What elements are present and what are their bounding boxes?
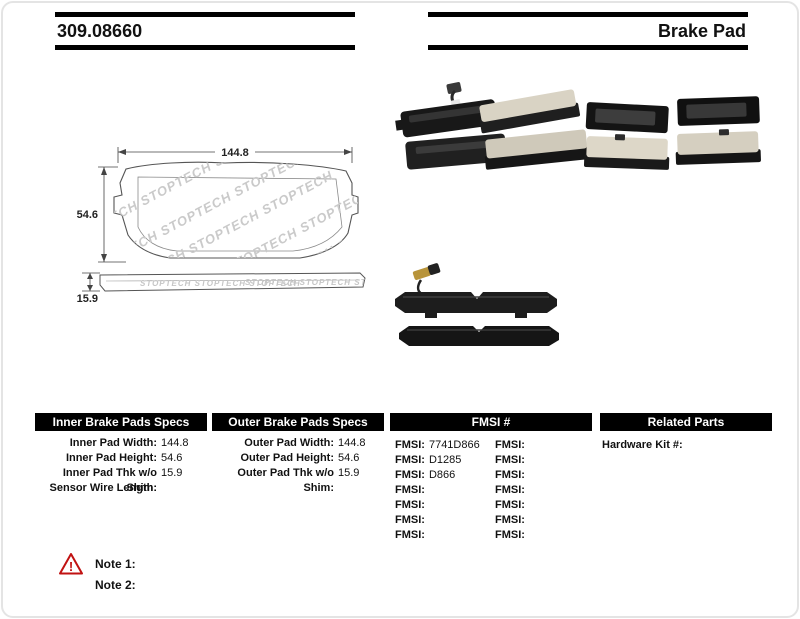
inner-specs-header: Inner Brake Pads Specs [35,413,207,431]
spec-label: Sensor Wire Length: [49,482,157,494]
height-dimension: 54.6 [77,166,126,263]
technical-drawing: STOPTECH STOPTECH STOPTECH STOPTECH STOP… [77,145,390,305]
warning-glyph: ! [69,559,73,574]
table-row: FMSI: [495,453,590,468]
fmsi-label: FMSI: [395,529,425,541]
note-2: Note 2: [95,577,141,593]
table-row: Outer Pad Height: 54.6 [212,451,384,466]
spec-value: 144.8 [161,437,189,449]
fmsi-label: FMSI: [495,439,525,451]
table-row: FMSI: [495,483,590,498]
spec-label: Inner Pad Thk w/o Shim: [62,467,157,494]
table-row: FMSI: [395,528,495,543]
table-row: FMSI: [395,483,495,498]
divider [55,12,355,17]
svg-text:STOPTECH STOPTECH STOPTECH: STOPTECH STOPTECH STOPTECH [245,278,390,287]
outer-specs-table: Outer Pad Width: 144.8 Outer Pad Height:… [212,436,384,494]
width-dim-label: 144.8 [221,147,249,159]
related-parts-header: Related Parts [600,413,772,431]
table-row: Outer Pad Width: 144.8 [212,436,384,451]
table-row: FMSI: [395,498,495,513]
thickness-dim-label: 15.9 [77,293,98,305]
fmsi-label: FMSI: [395,514,425,526]
spec-label: Inner Pad Height: [65,452,157,464]
outer-specs-header: Outer Brake Pads Specs [212,413,384,431]
height-dim-label: 54.6 [77,209,98,221]
fmsi-value: D866 [428,469,456,481]
pad-edge-photo [395,263,559,346]
fmsi-label: FMSI: [495,529,525,541]
fmsi-value: 7741D866 [428,439,480,451]
fmsi-label: FMSI: [495,499,525,511]
fmsi-label: FMSI: [395,454,425,466]
product-name: Brake Pad [657,21,746,41]
fmsi-label: FMSI: [495,454,525,466]
pad-front-view: STOPTECH STOPTECH STOPTECH STOPTECH STOP… [113,161,359,259]
part-number-block: 309.08660 [55,12,355,50]
fmsi-label: FMSI: [395,484,425,496]
spec-label: Outer Pad Thk w/o Shim: [237,467,334,494]
spec-label: Outer Pad Width: [244,437,334,449]
fmsi-label: FMSI: [495,469,525,481]
divider [428,12,748,17]
part-number: 309.08660 [57,21,143,41]
spec-label: Outer Pad Height: [240,452,334,464]
fmsi-table-right: FMSI: FMSI: FMSI: FMSI: FMSI: FMSI: FMSI… [495,438,590,543]
spec-value [157,481,207,496]
related-parts-table: Hardware Kit #: [602,438,770,453]
spec-value: 54.6 [161,452,183,464]
fmsi-label: FMSI: [395,439,425,451]
warning-icon: ! [59,553,83,575]
fmsi-label: FMSI: [395,469,425,481]
pad-set-photo [395,82,591,170]
table-row: FMSI:D866 [395,468,495,483]
table-row: FMSI: [495,513,590,528]
product-name-block: Brake Pad [428,12,748,50]
pad-pairs-photo [583,96,761,170]
related-label: Hardware Kit #: [602,439,683,451]
note-1: Note 1: [95,556,141,572]
table-row: FMSI: [495,498,590,513]
table-row: Outer Pad Thk w/o Shim: 15.9 [212,466,384,494]
table-row: FMSI:D1285 [395,453,495,468]
table-row: FMSI:7741D866 [395,438,495,453]
pad-side-view: STOPTECH STOPTECH STOPTECH STOPTECH STOP… [99,272,390,292]
width-dimension: 144.8 [117,145,353,163]
fmsi-header: FMSI # [390,413,592,431]
spec-value: 15.9 [161,467,183,479]
fmsi-label: FMSI: [495,484,525,496]
inner-specs-table: Inner Pad Width: 144.8 Inner Pad Height:… [35,436,207,496]
spec-value: 144.8 [338,437,366,449]
table-row: Inner Pad Width: 144.8 [35,436,207,451]
table-row: FMSI: [395,513,495,528]
table-row: Sensor Wire Length: [35,481,207,496]
note-label: Note 1: [95,557,136,571]
wear-sensor [412,263,441,280]
fmsi-value: D1285 [428,454,462,466]
fmsi-label: FMSI: [495,514,525,526]
note-label: Note 2: [95,578,136,592]
divider [428,45,748,50]
table-row: FMSI: [495,468,590,483]
fmsi-table-left: FMSI:7741D866 FMSI:D1285 FMSI:D866 FMSI:… [395,438,495,543]
divider [55,45,355,50]
svg-text:STOPTECH STOPTECH STOPTECH: STOPTECH STOPTECH STOPTECH [140,279,301,288]
spec-value: 54.6 [338,452,360,464]
table-row: FMSI: [495,438,590,453]
spec-label: Inner Pad Width: [69,437,157,449]
table-row: Inner Pad Height: 54.6 [35,451,207,466]
table-row: Hardware Kit #: [602,438,770,453]
table-row: FMSI: [495,528,590,543]
product-photos [395,82,761,346]
thickness-dimension: 15.9 [77,272,100,305]
spec-value: 15.9 [338,467,360,479]
table-row: Inner Pad Thk w/o Shim: 15.9 [35,466,207,494]
fmsi-label: FMSI: [395,499,425,511]
